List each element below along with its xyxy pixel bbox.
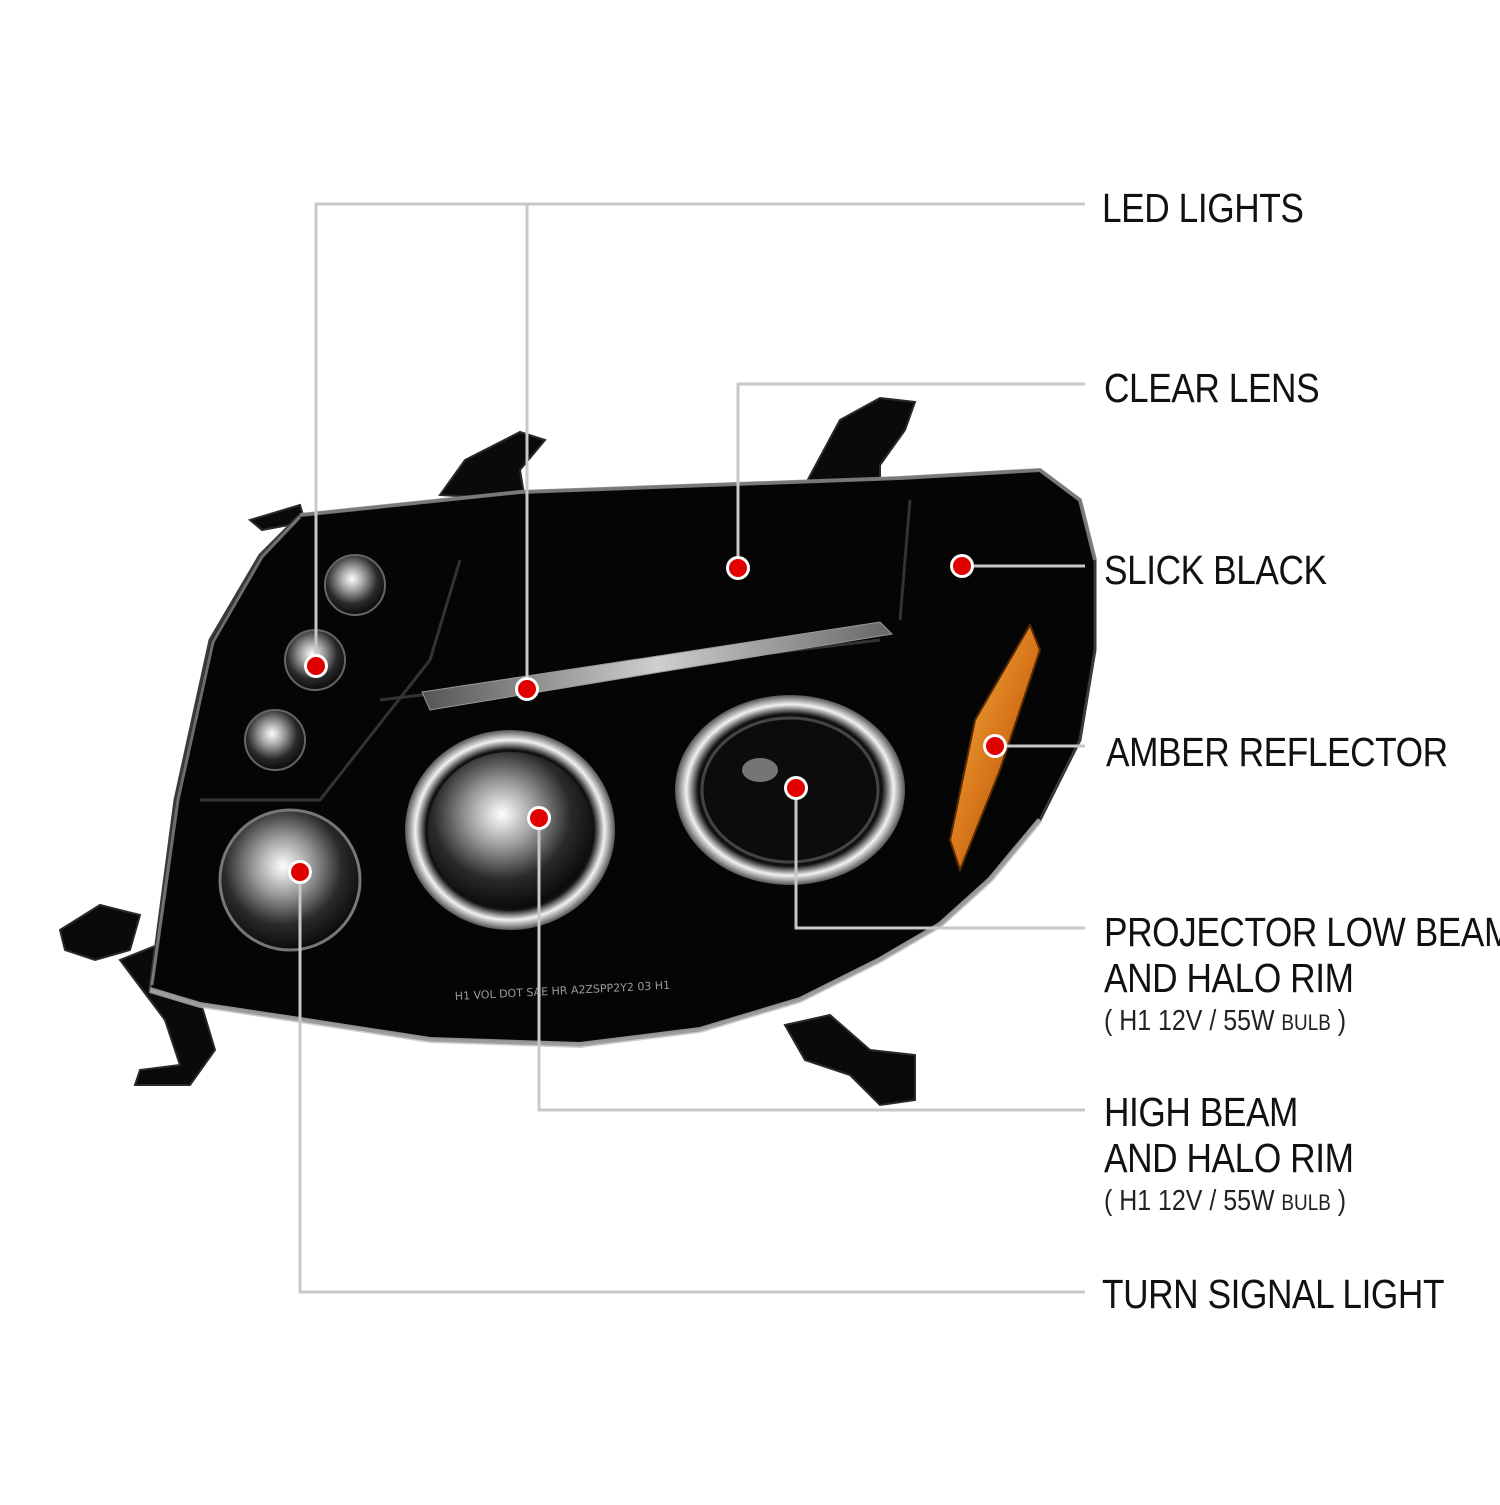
mounting-brackets (58, 396, 917, 1107)
label-led-lights: LED LIGHTS (1102, 185, 1304, 232)
projector-spec-bulb: BULB (1281, 1009, 1331, 1035)
label-projector-spec: ( H1 12V / 55W BULB ) (1104, 1004, 1500, 1039)
label-projector-line2: AND HALO RIM (1104, 954, 1354, 1001)
label-projector-line1: PROJECTOR LOW BEAM (1104, 909, 1500, 955)
label-slick-black: SLICK BLACK (1104, 547, 1327, 594)
label-slick-black-text: SLICK BLACK (1104, 547, 1327, 593)
high-beam-reflector (428, 752, 592, 908)
callout-markers (288, 554, 1007, 884)
label-amber-reflector-text: AMBER REFLECTOR (1106, 729, 1448, 775)
callout-line-high-beam (537, 818, 1085, 1112)
marker-high-beam (527, 806, 551, 830)
label-high-line2: AND HALO RIM (1104, 1134, 1354, 1181)
marker-led-lights-bar (515, 677, 539, 701)
led-light-bar (421, 621, 894, 711)
callout-line-projector (794, 788, 1085, 930)
marker-amber-reflector (983, 734, 1007, 758)
high-spec-close: ) (1330, 1184, 1347, 1217)
turn-signal-reflector (218, 808, 362, 952)
label-clear-lens-text: CLEAR LENS (1104, 365, 1320, 411)
callout-line-turn-signal (298, 872, 1085, 1294)
marker-led-lights-pod (304, 654, 328, 678)
callout-lines (298, 202, 1085, 1294)
label-led-lights-text: LED LIGHTS (1102, 185, 1304, 231)
marker-projector (784, 776, 808, 800)
label-projector-low-beam: PROJECTOR LOW BEAM AND HALO RIM ( H1 12V… (1104, 909, 1500, 1039)
callout-line-clear-lens (736, 382, 1085, 568)
label-high-spec: ( H1 12V / 55W BULB ) (1104, 1184, 1354, 1219)
marker-clear-lens (726, 556, 750, 580)
label-turn-signal-light: TURN SIGNAL LIGHT (1102, 1271, 1445, 1318)
high-spec-bulb: BULB (1281, 1189, 1331, 1215)
label-amber-reflector: AMBER REFLECTOR (1106, 729, 1448, 776)
callout-line-led-lights (314, 202, 1085, 666)
projector-spec-open: ( H1 12V / 55W (1104, 1004, 1282, 1037)
label-turn-signal-text: TURN SIGNAL LIGHT (1102, 1271, 1445, 1317)
high-spec-open: ( H1 12V / 55W (1104, 1184, 1282, 1217)
marker-slick-black (950, 554, 974, 578)
projector-spec-close: ) (1330, 1004, 1347, 1037)
label-high-line1: HIGH BEAM (1104, 1089, 1299, 1135)
label-clear-lens: CLEAR LENS (1104, 365, 1320, 412)
marker-turn-signal (288, 860, 312, 884)
label-high-beam: HIGH BEAM AND HALO RIM ( H1 12V / 55W BU… (1104, 1089, 1354, 1219)
